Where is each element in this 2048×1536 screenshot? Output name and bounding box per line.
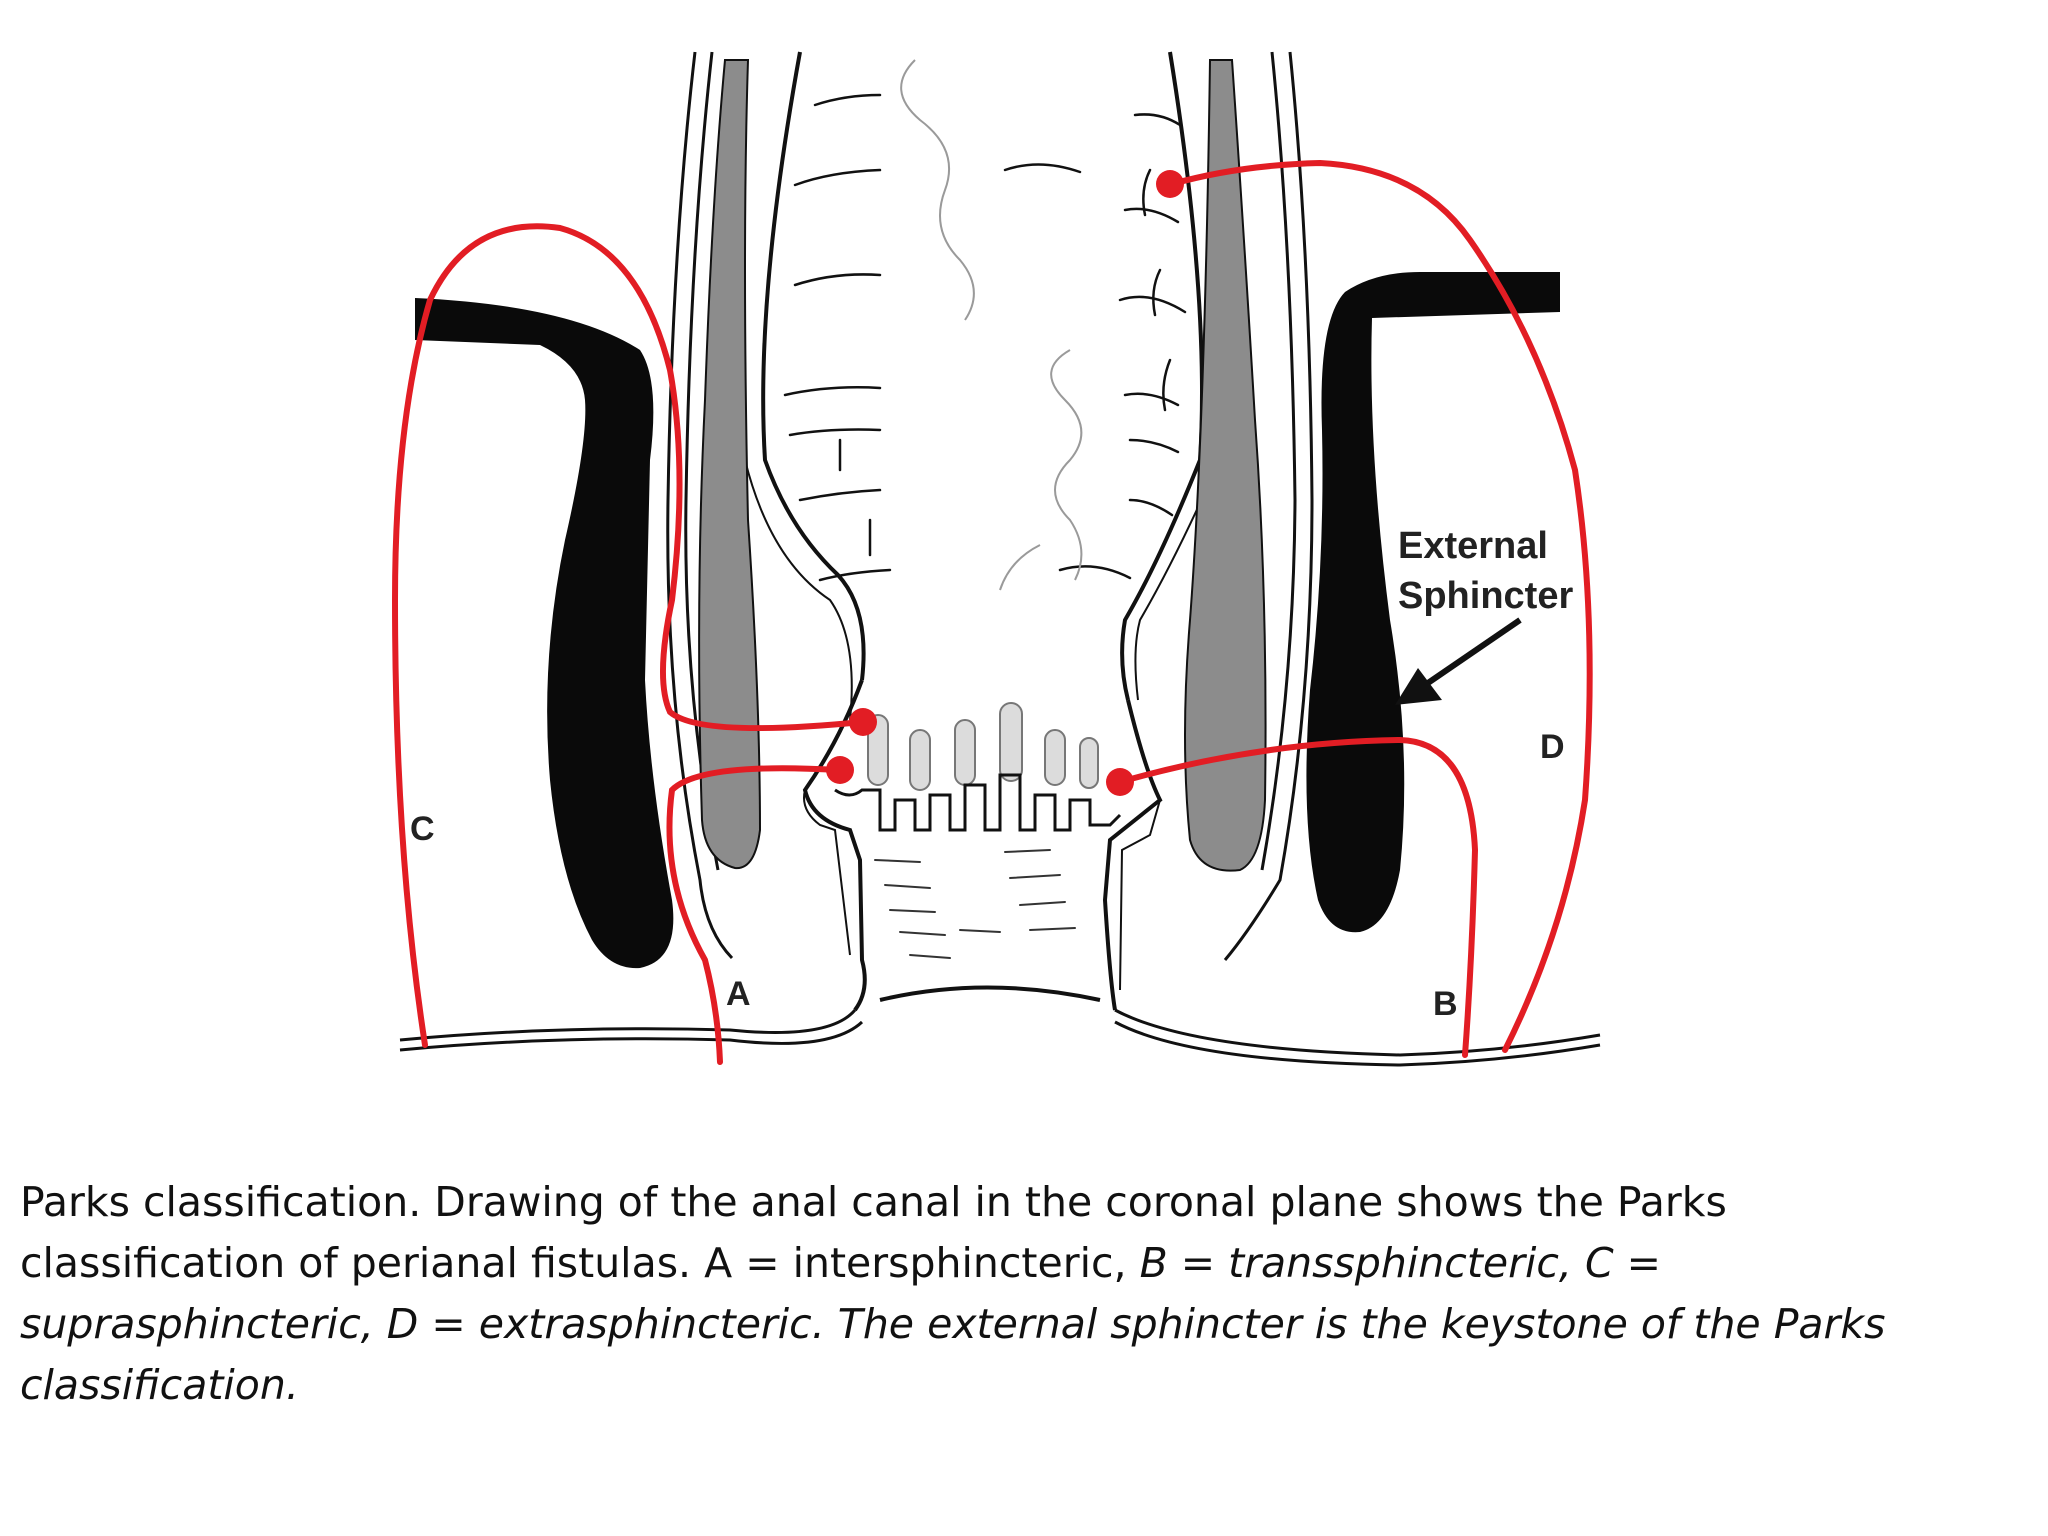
external-sphincter-arrow <box>1395 617 1522 705</box>
internal-sphincter <box>698 59 1267 872</box>
label-d: D <box>1540 728 1565 766</box>
label-external-sphincter-line1: External <box>1398 525 1548 567</box>
label-a: A <box>726 975 751 1013</box>
label-c: C <box>410 810 435 848</box>
figure-caption: Parks classification. Drawing of the ana… <box>20 1172 2000 1416</box>
external-sphincter <box>415 272 1560 969</box>
label-external-sphincter-line2: Sphincter <box>1398 575 1573 617</box>
dentate-line <box>834 773 1122 832</box>
fistula-tract-d <box>1169 159 1593 1053</box>
anal-canal-walls <box>666 51 1314 1012</box>
label-b: B <box>1433 985 1458 1023</box>
internal-opening-c <box>849 708 877 736</box>
fistula-tract-b <box>1117 736 1479 1058</box>
mucosal-folds <box>783 93 1187 582</box>
parks-classification-diagram: External Sphincter A B C D <box>391 51 1601 1067</box>
fistula-tracts <box>391 159 1593 1065</box>
fistula-internal-openings <box>826 170 1184 796</box>
internal-opening-a <box>826 756 854 784</box>
fistula-tract-a <box>666 765 841 1065</box>
internal-opening-d <box>1156 170 1184 198</box>
anal-columns <box>867 702 1099 791</box>
lumen-lines <box>900 59 1083 591</box>
internal-opening-b <box>1106 768 1134 796</box>
fistula-tract-c <box>391 223 865 1048</box>
caption-regular: Parks classification. Drawing of the ana… <box>20 1178 1727 1287</box>
caption-italic: B = transsphincteric, C = suprasphincter… <box>20 1239 1886 1409</box>
anoderm-lines <box>874 849 1076 959</box>
perineum-skin-line <box>399 1008 1601 1067</box>
